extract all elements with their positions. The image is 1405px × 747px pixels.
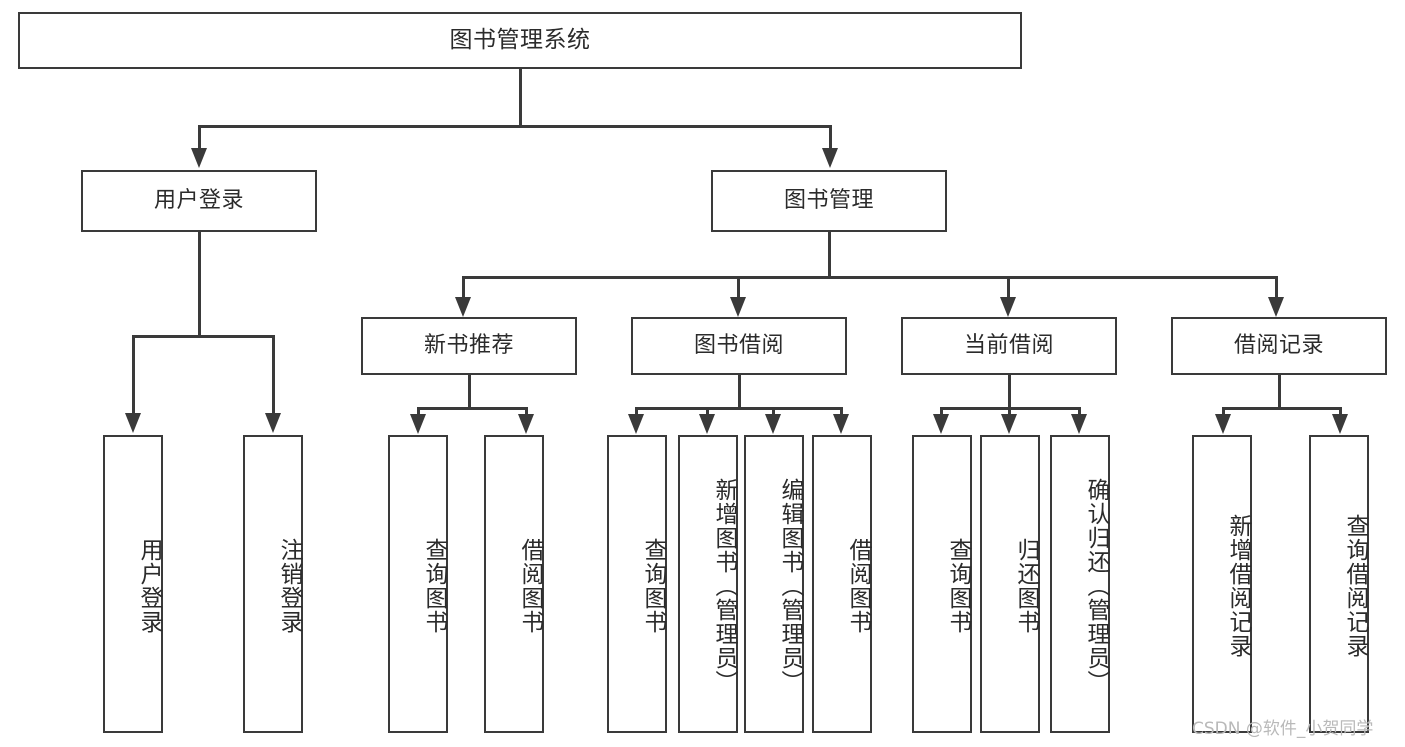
leaf-logout[interactable]: 注销登录 <box>243 435 303 733</box>
leaf-add-book[interactable]: 新增图书（管理员） <box>678 435 738 733</box>
edge-current-borrow-stem <box>1008 375 1011 409</box>
edge-book-borrow-stem <box>738 375 741 409</box>
arrow-to-book-borrow <box>730 297 746 317</box>
node-new-book-recommend[interactable]: 新书推荐 <box>361 317 577 375</box>
edge-borrow-record-bus <box>1222 407 1341 410</box>
edge-new-book-recommend-bus <box>417 407 527 410</box>
edge-to-book-manage <box>829 125 832 150</box>
leaf-return-book[interactable]: 归还图书 <box>980 435 1040 733</box>
node-book-borrow[interactable]: 图书借阅 <box>631 317 847 375</box>
arrow-leaf-query-book-3 <box>933 414 949 434</box>
node-borrow-record[interactable]: 借阅记录 <box>1171 317 1387 375</box>
edge-cb-child-2 <box>1008 407 1011 419</box>
node-user-login-label: 用户登录 <box>153 187 244 213</box>
node-current-borrow[interactable]: 当前借阅 <box>901 317 1117 375</box>
leaf-query-book-3-label: 查询图书 <box>945 538 971 634</box>
edge-cb-child-3 <box>1078 407 1081 419</box>
leaf-user-login[interactable]: 用户登录 <box>103 435 163 733</box>
edge-user-login-child-1 <box>132 335 135 415</box>
node-root-label: 图书管理系统 <box>449 26 591 53</box>
node-book-manage-label: 图书管理 <box>783 187 874 213</box>
edge-br-child-1 <box>1222 407 1225 419</box>
leaf-edit-book[interactable]: 编辑图书（管理员） <box>744 435 804 733</box>
arrow-leaf-edit-book <box>765 414 781 434</box>
edge-nbr-child-1 <box>417 407 420 419</box>
edge-br-child-2 <box>1339 407 1342 419</box>
leaf-query-book-1-label: 查询图书 <box>421 538 447 634</box>
edge-borrow-record-stem <box>1278 375 1281 409</box>
edge-root-bus <box>198 125 831 128</box>
edge-bb-child-4 <box>840 407 843 419</box>
edge-root-stem <box>519 69 522 127</box>
leaf-return-book-label: 归还图书 <box>1013 538 1039 634</box>
arrow-leaf-query-book-1 <box>410 414 426 434</box>
arrow-leaf-query-record <box>1332 414 1348 434</box>
edge-cb-child-1 <box>940 407 943 419</box>
node-new-book-recommend-label: 新书推荐 <box>423 332 514 358</box>
csdn-watermark: CSDN @软件_小贺同学 <box>1192 719 1374 739</box>
leaf-edit-book-label: 编辑图书（管理员） <box>777 478 803 694</box>
edge-bb-child-2 <box>706 407 709 419</box>
edge-user-login-bus <box>132 335 275 338</box>
node-book-manage[interactable]: 图书管理 <box>711 170 947 232</box>
arrow-to-user-login <box>191 148 207 168</box>
arrow-leaf-borrow-book-1 <box>518 414 534 434</box>
edge-book-manage-stem <box>828 232 831 278</box>
leaf-query-record-label: 查询借阅记录 <box>1342 514 1368 658</box>
edge-to-user-login <box>198 125 201 150</box>
node-book-borrow-label: 图书借阅 <box>693 332 784 358</box>
arrow-to-new-book-recommend <box>455 297 471 317</box>
leaf-add-book-label: 新增图书（管理员） <box>711 478 737 694</box>
arrow-to-borrow-record <box>1268 297 1284 317</box>
leaf-query-book-2-label: 查询图书 <box>640 538 666 634</box>
arrow-to-current-borrow <box>1000 297 1016 317</box>
node-user-login[interactable]: 用户登录 <box>81 170 317 232</box>
leaf-borrow-book-2[interactable]: 借阅图书 <box>812 435 872 733</box>
arrow-leaf-return-book <box>1001 414 1017 434</box>
node-current-borrow-label: 当前借阅 <box>963 332 1054 358</box>
edge-nbr-child-2 <box>525 407 528 419</box>
edge-bb-child-3 <box>772 407 775 419</box>
arrow-to-book-manage <box>822 148 838 168</box>
leaf-user-login-label: 用户登录 <box>136 538 162 634</box>
leaf-query-book-3[interactable]: 查询图书 <box>912 435 972 733</box>
edge-to-book-borrow <box>737 276 740 300</box>
arrow-leaf-confirm-return <box>1071 414 1087 434</box>
leaf-borrow-book-1[interactable]: 借阅图书 <box>484 435 544 733</box>
leaf-borrow-book-2-label: 借阅图书 <box>845 538 871 634</box>
leaf-logout-label: 注销登录 <box>276 538 302 634</box>
edge-user-login-child-2 <box>272 335 275 415</box>
leaf-query-book-1[interactable]: 查询图书 <box>388 435 448 733</box>
leaf-confirm-return-label: 确认归还（管理员） <box>1083 478 1109 694</box>
leaf-borrow-book-1-label: 借阅图书 <box>517 538 543 634</box>
node-borrow-record-label: 借阅记录 <box>1233 332 1324 358</box>
edge-to-current-borrow <box>1007 276 1010 300</box>
arrow-leaf-borrow-book-2 <box>833 414 849 434</box>
leaf-query-book-2[interactable]: 查询图书 <box>607 435 667 733</box>
edge-to-borrow-record <box>1275 276 1278 300</box>
arrow-leaf-user-login <box>125 413 141 433</box>
leaf-query-record[interactable]: 查询借阅记录 <box>1309 435 1369 733</box>
leaf-add-record[interactable]: 新增借阅记录 <box>1192 435 1252 733</box>
edge-to-new-book-recommend <box>462 276 465 300</box>
node-root[interactable]: 图书管理系统 <box>18 12 1022 69</box>
leaf-add-record-label: 新增借阅记录 <box>1225 514 1251 658</box>
arrow-leaf-logout <box>265 413 281 433</box>
edge-user-login-stem <box>198 232 201 337</box>
edge-bb-child-1 <box>635 407 638 419</box>
edge-book-manage-bus <box>462 276 1277 279</box>
leaf-confirm-return[interactable]: 确认归还（管理员） <box>1050 435 1110 733</box>
edge-new-book-recommend-stem <box>468 375 471 409</box>
arrow-leaf-add-record <box>1215 414 1231 434</box>
arrow-leaf-add-book <box>699 414 715 434</box>
edge-book-borrow-bus <box>635 407 842 410</box>
arrow-leaf-query-book-2 <box>628 414 644 434</box>
